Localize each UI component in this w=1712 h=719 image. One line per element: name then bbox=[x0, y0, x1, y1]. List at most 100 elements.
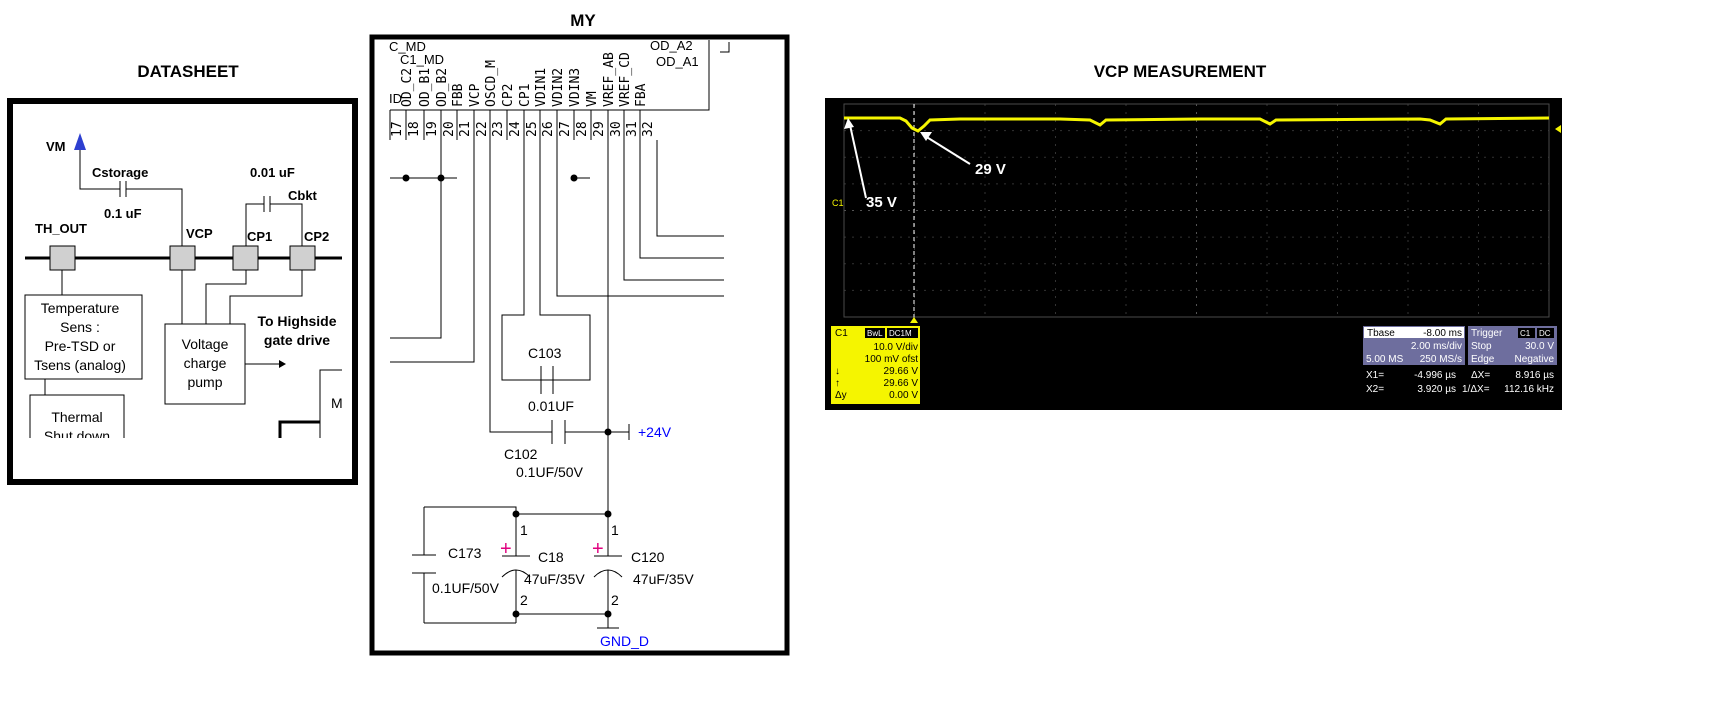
delta-y-symbol: Δy bbox=[835, 390, 847, 401]
annotation-29v: 29 V bbox=[975, 161, 1006, 178]
c120-pin2: 2 bbox=[611, 592, 619, 608]
pin-name: VREF_AB bbox=[602, 52, 617, 107]
c18-pin1: 1 bbox=[520, 522, 528, 538]
pin-name: VDIN3 bbox=[568, 68, 583, 107]
arrow-right-icon bbox=[279, 360, 286, 368]
dx-value: 8.916 µs bbox=[1515, 370, 1554, 381]
temp-line-1: Temperature bbox=[41, 300, 120, 316]
pin-number: 25 bbox=[525, 121, 540, 137]
pin-number: 26 bbox=[541, 121, 556, 137]
ic-label-id: ID bbox=[389, 91, 402, 106]
pin-number: 19 bbox=[425, 121, 440, 137]
vm-label: VM bbox=[46, 139, 66, 154]
pin-number: 18 bbox=[407, 121, 422, 137]
dx-label: ΔX= bbox=[1471, 370, 1490, 381]
pin-number: 24 bbox=[508, 121, 523, 137]
pin-name: VCP bbox=[468, 83, 483, 107]
c102-label: C102 bbox=[504, 446, 538, 462]
x1-value: -4.996 µs bbox=[1414, 370, 1456, 381]
vcp-label: VCP bbox=[186, 226, 213, 241]
trigger-type: Edge bbox=[1471, 354, 1495, 365]
x1-label: X1= bbox=[1366, 370, 1384, 381]
c120-label: C120 bbox=[631, 549, 665, 565]
cursor1-symbol: ↓ bbox=[835, 366, 840, 377]
pin-number: 31 bbox=[625, 121, 640, 137]
trigger-level-icon bbox=[1555, 125, 1561, 133]
pump-line-2: charge bbox=[184, 355, 227, 371]
pin-name: VREF_CD bbox=[618, 52, 633, 107]
th-out-label: TH_OUT bbox=[35, 221, 87, 236]
cbkt-label: Cbkt bbox=[288, 188, 318, 203]
c120-polarity-mark: + bbox=[592, 538, 604, 560]
pin-number: 28 bbox=[575, 121, 590, 137]
annotation-35v: 35 V bbox=[866, 194, 897, 211]
cursor1-value: 29.66 V bbox=[884, 366, 919, 377]
pin-number: 23 bbox=[491, 121, 506, 137]
c1-offset-marker: C1 bbox=[832, 198, 844, 208]
pin-number: 27 bbox=[558, 121, 573, 137]
ic-label-od-a1: OD_A1 bbox=[656, 54, 699, 69]
c103-value: 0.01UF bbox=[528, 398, 574, 414]
highside-line-1: To Highside bbox=[257, 313, 336, 329]
channel-label: C1 bbox=[835, 328, 848, 339]
pin-name: OD_B1 bbox=[418, 68, 433, 107]
ic-label-c1-md: C1_MD bbox=[400, 52, 444, 67]
coupling-badge: DC1M bbox=[889, 329, 912, 338]
pin-17-number: 17 bbox=[390, 121, 405, 137]
c120-value: 47uF/35V bbox=[633, 571, 694, 587]
datasheet-title: DATASHEET bbox=[137, 62, 239, 81]
x2-label: X2= bbox=[1366, 384, 1384, 395]
cp2-label: CP2 bbox=[304, 229, 329, 244]
arrow-35v-icon bbox=[844, 118, 854, 129]
sample-rate: 250 MS/s bbox=[1420, 354, 1462, 365]
temp-line-4: Tsens (analog) bbox=[34, 357, 126, 373]
trigger-slope: Negative bbox=[1515, 354, 1555, 365]
temp-line-2: Sens : bbox=[60, 319, 100, 335]
pin-number: 29 bbox=[592, 121, 607, 137]
trigger-label: Trigger bbox=[1471, 328, 1503, 339]
highside-line-2: gate drive bbox=[264, 332, 330, 348]
trigger-level: 30.0 V bbox=[1525, 341, 1554, 352]
volts-per-div: 10.0 V/div bbox=[874, 342, 918, 353]
inv-dx-value: 112.16 kHz bbox=[1504, 384, 1554, 395]
trigger-channel: C1 bbox=[1520, 329, 1531, 338]
pin-number: 21 bbox=[458, 121, 473, 137]
pin-number: 30 bbox=[609, 121, 624, 137]
c120-pin1: 1 bbox=[611, 522, 619, 538]
delta-y-value: 0.00 V bbox=[889, 390, 918, 401]
pump-line-3: pump bbox=[187, 374, 222, 390]
cstorage-value: 0.1 uF bbox=[104, 206, 142, 221]
schematic-diagram: C_MD C1_MD ID OD_A2 OD_A1 OD_C218OD_B119… bbox=[369, 34, 790, 656]
cp1-pin bbox=[232, 245, 259, 271]
temp-line-3: Pre-TSD or bbox=[45, 338, 116, 354]
pump-line-1: Voltage bbox=[182, 336, 229, 352]
x2-value: 3.920 µs bbox=[1417, 384, 1456, 395]
pin-number: 22 bbox=[475, 121, 490, 137]
pin-name: VDIN1 bbox=[534, 68, 549, 107]
pin-name: VM bbox=[585, 91, 600, 107]
pin-name: CP1 bbox=[518, 84, 533, 107]
trigger-marker-icon bbox=[910, 317, 918, 323]
pin-name: FBA bbox=[634, 83, 649, 107]
c102-value: 0.1UF/50V bbox=[516, 464, 584, 480]
memory-depth: 5.00 MS bbox=[1366, 354, 1404, 365]
cbkt-value: 0.01 uF bbox=[250, 165, 295, 180]
pin-number: 20 bbox=[442, 121, 457, 137]
cursor2-symbol: ↑ bbox=[835, 378, 840, 389]
datasheet-diagram: VM Cstorage 0.1 uF 0.01 uF Cbkt TH_OUT V… bbox=[7, 98, 358, 485]
tbase-value: -8.00 ms bbox=[1423, 328, 1462, 339]
offset: 100 mV ofst bbox=[865, 354, 919, 365]
c18-pin2: 2 bbox=[520, 592, 528, 608]
thermal-line-1: Thermal bbox=[51, 409, 102, 425]
cp1-label: CP1 bbox=[247, 229, 272, 244]
net-gnd-d: GND_D bbox=[600, 633, 649, 649]
cstorage-label: Cstorage bbox=[92, 165, 148, 180]
trigger-coupling: DC bbox=[1539, 329, 1551, 338]
tbase-label: Tbase bbox=[1367, 328, 1395, 339]
vcp-trace bbox=[844, 116, 1550, 133]
bwl-badge: BwL bbox=[867, 329, 883, 338]
c173-label: C173 bbox=[448, 545, 482, 561]
pin-name: CP2 bbox=[501, 84, 516, 107]
c18-value: 47uF/35V bbox=[524, 571, 585, 587]
